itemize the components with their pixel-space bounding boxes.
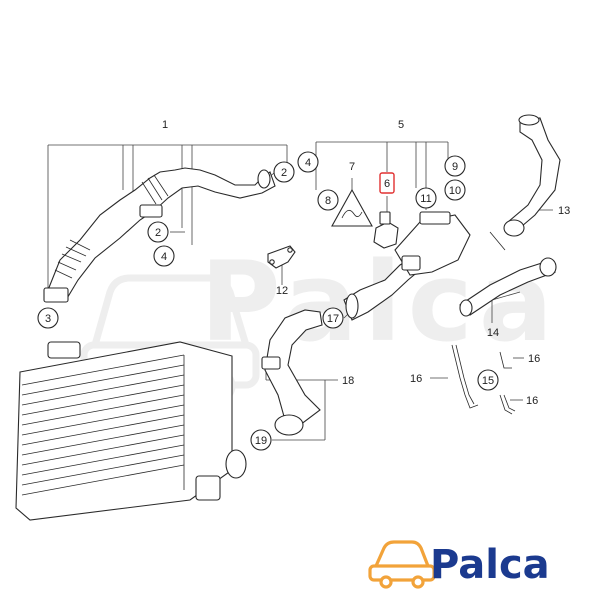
callout-4b: 4 — [153, 245, 175, 267]
callout-15: 15 — [477, 369, 499, 391]
sensor-6 — [373, 211, 399, 249]
callout-19: 19 — [250, 429, 272, 451]
callout-label: 8 — [325, 195, 331, 207]
charge-air-pipe — [43, 167, 276, 303]
part-label-14: 14 — [487, 327, 499, 339]
callout-label: 15 — [482, 375, 494, 387]
part-label-12: 12 — [276, 285, 288, 297]
callout-label: 19 — [255, 435, 267, 447]
logo-text: Palca — [430, 542, 550, 588]
callout-label: 3 — [45, 313, 51, 325]
highlighted-callout-6: 6 — [379, 172, 395, 194]
callout-label: 4 — [161, 251, 167, 263]
callout-4a: 4 — [297, 151, 319, 173]
callouts: 2 4 2 4 3 8 9 10 — [37, 151, 499, 451]
callout-2a: 2 — [273, 161, 295, 183]
callout-label: 2 — [155, 227, 161, 239]
car-icon — [368, 540, 436, 589]
hose-13 — [503, 114, 561, 237]
part-label-16: 16 — [410, 373, 422, 385]
callout-label: 9 — [452, 161, 458, 173]
callout-label: 6 — [384, 178, 390, 190]
callout-3: 3 — [37, 307, 59, 329]
bracket-12 — [267, 245, 296, 269]
part-label-13: 13 — [558, 205, 570, 217]
part-label-16: 16 — [526, 395, 538, 407]
callout-9: 9 — [444, 155, 466, 177]
callout-8: 8 — [317, 189, 339, 211]
callout-label: 2 — [281, 167, 287, 179]
intercooler — [15, 341, 247, 521]
callout-11: 11 — [415, 187, 437, 209]
warning-label-7 — [331, 188, 373, 227]
part-label-16: 16 — [528, 353, 540, 365]
part-label-18: 18 — [342, 375, 354, 387]
callout-17: 17 — [322, 307, 344, 329]
hose-14 — [459, 257, 557, 317]
callout-10: 10 — [444, 179, 466, 201]
plain-labels: 1 5 7 12 13 14 16 16 16 18 — [162, 119, 570, 407]
brand-logo: Palca — [368, 540, 550, 589]
part-label-5: 5 — [398, 119, 404, 131]
callout-label: 4 — [305, 157, 311, 169]
callout-label: 17 — [327, 313, 339, 325]
part-label-1: 1 — [162, 119, 168, 131]
hose-16 — [451, 344, 516, 415]
callout-label: 10 — [449, 185, 461, 197]
part-label-7: 7 — [349, 161, 355, 173]
callout-2b: 2 — [147, 221, 169, 243]
throttle-housing — [394, 211, 506, 276]
charge-pipe-18 — [261, 309, 323, 436]
callout-label: 11 — [420, 193, 431, 205]
